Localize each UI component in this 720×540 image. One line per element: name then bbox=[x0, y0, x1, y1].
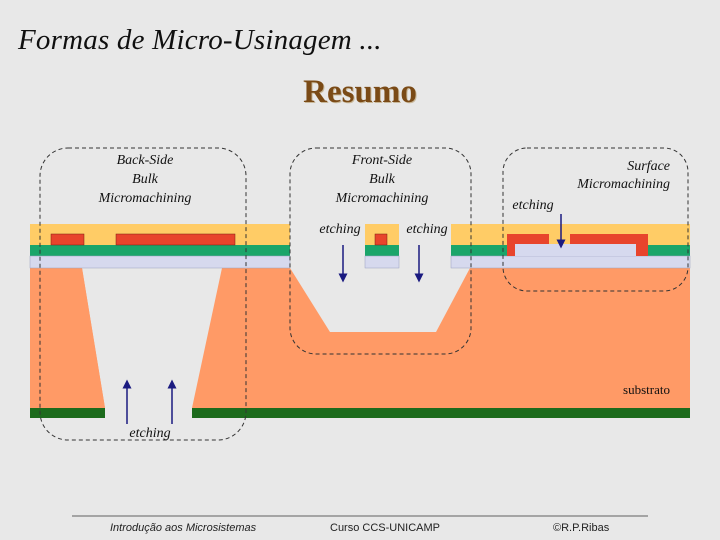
slide-title: Formas de Micro-Usinagem ... bbox=[18, 24, 382, 56]
released-cavity bbox=[515, 244, 636, 256]
oxide-layer-right bbox=[450, 255, 691, 269]
substrate-body bbox=[30, 268, 690, 408]
etching-label-front-left: etching bbox=[319, 222, 360, 237]
back-side-label-line2: Bulk bbox=[132, 172, 158, 187]
front-etch-pit bbox=[290, 268, 470, 332]
footer-course-title: Introdução aos Microsistemas bbox=[110, 522, 257, 534]
backside-mask-right bbox=[192, 408, 690, 418]
oxide-layer-center bbox=[364, 255, 400, 269]
footer-institution: Curso CCS-UNICAMP bbox=[330, 522, 441, 534]
panel-surface-outline bbox=[502, 147, 689, 292]
front-side-label-line1: Front-Side bbox=[351, 153, 412, 168]
back-side-label-line1: Back-Side bbox=[117, 153, 174, 168]
green-layer-left bbox=[30, 245, 290, 256]
front-side-label-line2: Bulk bbox=[369, 172, 395, 187]
metal-pad bbox=[50, 233, 85, 246]
front-side-label-line3: Micromachining bbox=[335, 191, 429, 206]
panel-back-side-outline bbox=[39, 147, 247, 441]
substrate-label: substrato bbox=[623, 382, 670, 397]
surface-anchor-right bbox=[636, 234, 648, 256]
back-side-label-line3: Micromachining bbox=[98, 191, 192, 206]
panel-front-side-outline bbox=[289, 147, 472, 355]
green-layer-center bbox=[365, 245, 399, 256]
metal-pad bbox=[115, 233, 236, 246]
backside-mask-left bbox=[30, 408, 105, 418]
surface-label-line1: Surface bbox=[627, 159, 670, 174]
footer-author: ©R.P.Ribas bbox=[553, 522, 610, 534]
oxide-layer-left bbox=[29, 255, 291, 269]
etching-label-back: etching bbox=[129, 426, 170, 441]
etching-label-front-right: etching bbox=[406, 222, 447, 237]
surface-label-line2: Micromachining bbox=[576, 177, 670, 192]
metal-pad bbox=[374, 233, 388, 246]
surface-anchor-left bbox=[507, 234, 515, 256]
slide-subtitle: Resumo bbox=[303, 74, 417, 110]
back-etch-cavity bbox=[30, 268, 105, 408]
etching-label-surface: etching bbox=[512, 198, 553, 213]
